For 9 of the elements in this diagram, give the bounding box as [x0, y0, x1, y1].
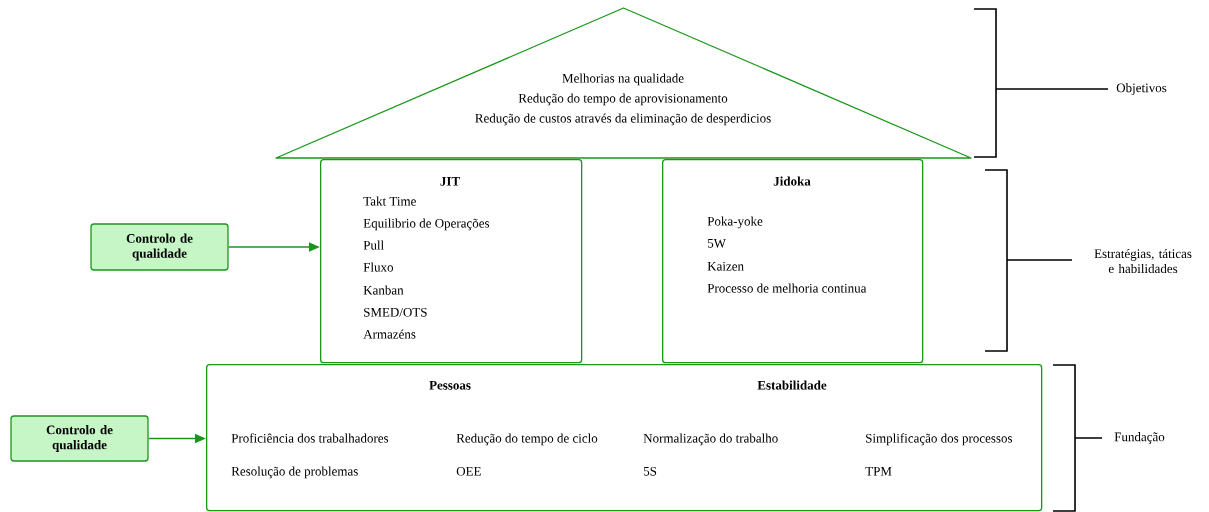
quality-control-box: Controlo de qualidade: [90, 223, 229, 271]
quality-control-box: Controlo de qualidade: [10, 415, 149, 462]
foundation-box: Pessoas Estabilidade Proficiência dos trabalhadores Redução do tempo de ciclo Normalização do trabalho Simplificação dos processos Resolução de problemas OEE 5S TPM: [206, 364, 1043, 512]
bracket-label: Objetivos: [1116, 83, 1167, 95]
bracket-label: Estratégias, táticas e habilidades: [1094, 248, 1192, 274]
bracket-label: Fundação: [1114, 432, 1165, 444]
pillar-box: Jidoka Poka-yoke 5W Kaizen Processo de melhoria continua: [662, 159, 924, 364]
roof-triangle: Melhorias na qualidade Redução do tempo de aprovisionamento Redução de custos através da eliminação de desperdicios: [275, 7, 972, 159]
pillar-box: JIT Takt Time Equilibrio de Operações Pull Fluxo Kanban SMED/OTS Armazéns: [320, 159, 583, 364]
